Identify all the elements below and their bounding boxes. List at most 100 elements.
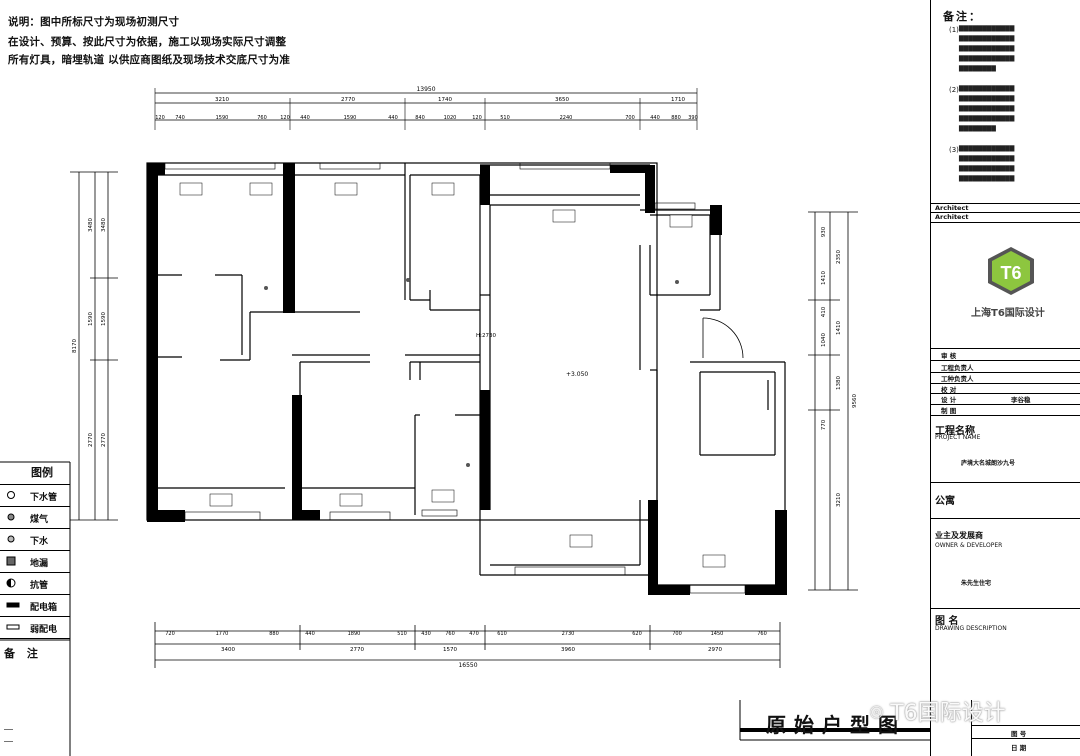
remark-num: (2) <box>949 86 959 94</box>
top-seg-4: 3650 <box>555 97 569 103</box>
top-detail: 120 <box>155 115 165 121</box>
left-remarks-label: 备 注 <box>4 647 42 660</box>
bottom-detail: 2730 <box>562 631 575 637</box>
note-line-3: 所有灯具，暗埋轨道 以供应商图纸及现场技术交底尺寸为准 <box>8 54 291 66</box>
role-label: 校 对 <box>941 386 957 394</box>
project-name-cn: 工程名称 <box>935 426 975 437</box>
sheet-number-label: 图 号 <box>1011 730 1027 738</box>
right-detail: 770 <box>821 419 827 430</box>
bottom-detail: 760 <box>445 631 455 637</box>
owner-en: OWNER & DEVELOPER <box>935 542 1003 549</box>
left-dims: 8170 3480 1590 2770 3480 1590 2770 <box>72 218 107 447</box>
designer-name: 李谷稳 <box>1011 396 1031 404</box>
right-total-dim: 9560 <box>852 394 858 408</box>
role-label: 工程负责人 <box>941 364 974 372</box>
bottom-detail: 720 <box>165 631 175 637</box>
left-total-dim: 8170 <box>72 339 78 353</box>
top-detail-dims: 120 740 1590 760 120 440 1590 440 840 10… <box>155 115 698 121</box>
left-small-text: ___ <box>4 723 13 730</box>
bottom-seg-5: 2970 <box>708 647 722 653</box>
bottom-detail: 760 <box>757 631 767 637</box>
note-line-2: 在设计、预算、按此尺寸为依据，施工以现场实际尺寸调整 <box>8 36 287 48</box>
right-detail: 410 <box>821 306 827 317</box>
ceiling-height-label: H:2730 <box>476 333 496 339</box>
drawing-frames <box>0 461 930 756</box>
top-total-dim: 13950 <box>416 86 435 93</box>
company-logo-icon: T6 <box>988 247 1034 295</box>
top-detail: 440 <box>388 115 398 121</box>
top-detail: 700 <box>625 115 635 121</box>
drawing-name-cn: 图 名 <box>935 616 959 627</box>
left-dimension-chain <box>70 171 118 521</box>
top-detail: 440 <box>300 115 310 121</box>
floor-drain-icon <box>7 535 15 543</box>
owner-value: 朱先生住宅 <box>961 580 992 587</box>
legend-row: 下水管 <box>0 485 70 507</box>
left-seg-3: 2770 <box>88 433 94 447</box>
right-dimension-chain <box>808 211 858 591</box>
legend-row: 地漏 <box>0 551 70 573</box>
bottom-detail: 620 <box>632 631 642 637</box>
legend-label: 下水管 <box>30 493 58 503</box>
project-type: 公寓 <box>935 496 955 507</box>
top-seg-5: 1710 <box>671 97 685 103</box>
project-name-value: 庐境大名城朗沙九号 <box>961 460 1016 467</box>
project-name-en: PROJECT NAME <box>935 434 981 441</box>
right-seg-2: 1410 <box>836 321 842 335</box>
legend-label: 配电箱 <box>30 603 58 613</box>
remark-num: (3) <box>949 146 959 154</box>
top-detail: 840 <box>415 115 425 121</box>
architect-label: Architect <box>935 204 969 212</box>
remarks-title: 备注： <box>943 10 982 23</box>
top-detail: 740 <box>175 115 185 121</box>
bottom-seg-1: 3400 <box>221 647 235 653</box>
legend-label: 下水 <box>30 537 49 547</box>
bottom-detail: 700 <box>672 631 682 637</box>
role-label: 设 计 <box>941 396 957 404</box>
floor-elevation-label: +3.050 <box>566 371 588 378</box>
left-seg-2b: 1590 <box>101 312 107 326</box>
role-label: 制 图 <box>941 407 957 415</box>
remark-num: (1) <box>949 26 959 34</box>
bottom-detail: 440 <box>305 631 315 637</box>
remark-text: ▇▇▇▇▇▇▇▇▇▇▇▇▇▇▇▇▇▇▇▇▇▇▇▇▇▇▇▇▇▇▇▇▇▇▇▇▇▇▇▇… <box>959 85 1015 132</box>
left-seg-1b: 3480 <box>101 218 107 232</box>
bottom-total-dim: 16550 <box>458 662 477 669</box>
watermark: ⌾ T6国际设计 <box>870 695 1006 727</box>
top-seg-2: 2770 <box>341 97 355 103</box>
note-line-1: 说明：图中所标尺寸为现场初测尺寸 <box>8 16 180 28</box>
owner-cn: 业主及发展商 <box>935 531 983 540</box>
right-dims: 9560 2350 1410 1380 3210 930 1410 410 10… <box>821 226 858 507</box>
top-detail: 510 <box>500 115 510 121</box>
legend-label: 煤气 <box>30 515 49 525</box>
right-detail: 1410 <box>821 271 827 285</box>
top-detail: 2240 <box>560 115 573 121</box>
remark-text: ▇▇▇▇▇▇▇▇▇▇▇▇▇▇▇▇▇▇▇▇▇▇▇▇▇▇▇▇▇▇▇▇▇▇▇▇▇▇▇▇… <box>959 25 1015 72</box>
legend-row: 抗管 <box>0 573 70 595</box>
riser-pipe-icon <box>6 578 16 588</box>
top-detail: 1020 <box>444 115 457 121</box>
top-dimension-chain <box>154 88 698 130</box>
bottom-segment-dims: 3400 2770 1570 3960 2970 <box>221 647 722 653</box>
top-seg-3: 1740 <box>438 97 452 103</box>
top-detail: 440 <box>650 115 660 121</box>
left-small-text: ___ <box>4 735 13 742</box>
watermark-text: T6国际设计 <box>890 701 1006 726</box>
left-seg-3b: 2770 <box>101 433 107 447</box>
top-detail: 760 <box>257 115 267 121</box>
top-detail: 390 <box>688 115 698 121</box>
right-seg-4: 3210 <box>836 493 842 507</box>
legend-title: 图例 <box>0 462 70 485</box>
right-detail: 1040 <box>821 333 827 347</box>
room-tags <box>179 182 726 568</box>
legend-label: 弱配电 <box>30 625 58 635</box>
bottom-detail: 880 <box>269 631 279 637</box>
weak-box-icon <box>6 624 20 630</box>
right-seg-1: 2350 <box>836 250 842 264</box>
top-detail: 1590 <box>216 115 229 121</box>
legend-label: 抗管 <box>30 581 49 591</box>
bottom-detail: 1450 <box>711 631 724 637</box>
top-detail: 120 <box>472 115 482 121</box>
role-label: 工种负责人 <box>941 375 974 383</box>
